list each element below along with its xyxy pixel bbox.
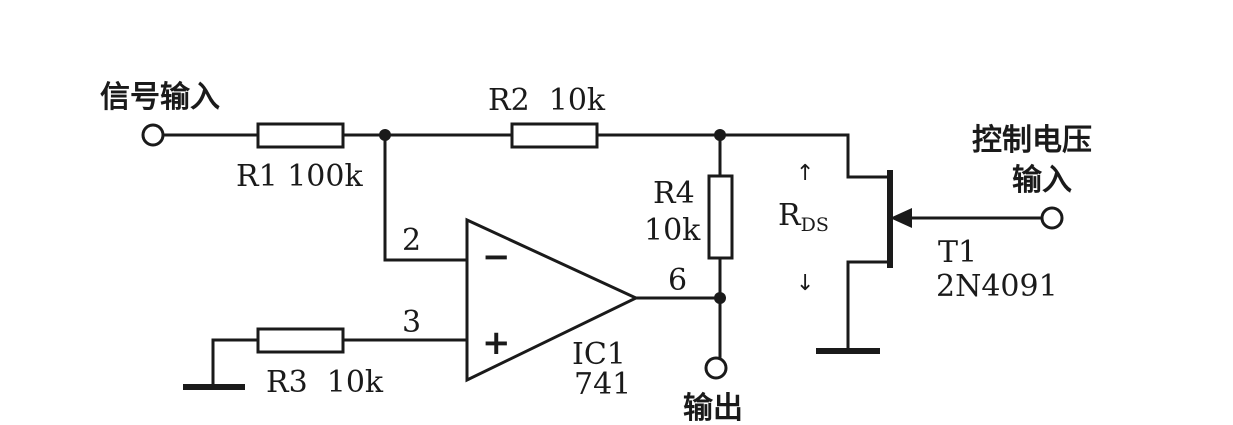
wires [162,133,1044,387]
rds-down-arrow: ↓ [796,271,814,296]
pin-2-label: 2 [402,223,421,258]
junction-dot-r1-r2 [379,129,391,141]
control-voltage-terminal [1040,206,1064,230]
t1-name-label: T1 [938,235,977,270]
rds-label: RDS [778,198,829,236]
junction-dot-output [714,292,726,304]
ic1-part-label: 741 [574,367,631,402]
t1-part-label: 2N4091 [936,269,1058,304]
jfet-t1 [887,170,912,268]
r3-label: R3 10k [266,365,384,400]
inverting-input-sign: − [482,237,511,277]
r1-label: R1 100k [236,159,363,194]
signal-input-terminal [141,123,165,147]
signal-input-label: 信号输入 [100,80,220,115]
rds-main: R [778,198,802,233]
resistor-r4 [707,174,734,260]
output-label: 输出 [683,391,743,425]
r2-label: R2 10k [488,83,606,118]
junction-dot-r2-r4 [714,129,726,141]
resistor-r3 [256,327,345,354]
pin-6-label: 6 [668,263,687,298]
resistor-r2 [510,122,599,149]
r4-value-label: 10k [644,213,701,248]
ic1-name-label: IC1 [572,337,626,372]
control-voltage-label-line2: 输入 [1012,163,1072,198]
rds-subscript: DS [801,214,829,236]
pin-3-label: 3 [402,305,421,340]
non-inverting-input-sign: + [482,323,511,363]
op-amp-triangle [465,217,640,383]
output-terminal [704,356,728,380]
rds-up-arrow: ↑ [796,161,814,186]
resistor-r1 [256,122,345,149]
control-voltage-label-line1: 控制电压 [972,123,1092,158]
r4-name-label: R4 [653,176,695,211]
